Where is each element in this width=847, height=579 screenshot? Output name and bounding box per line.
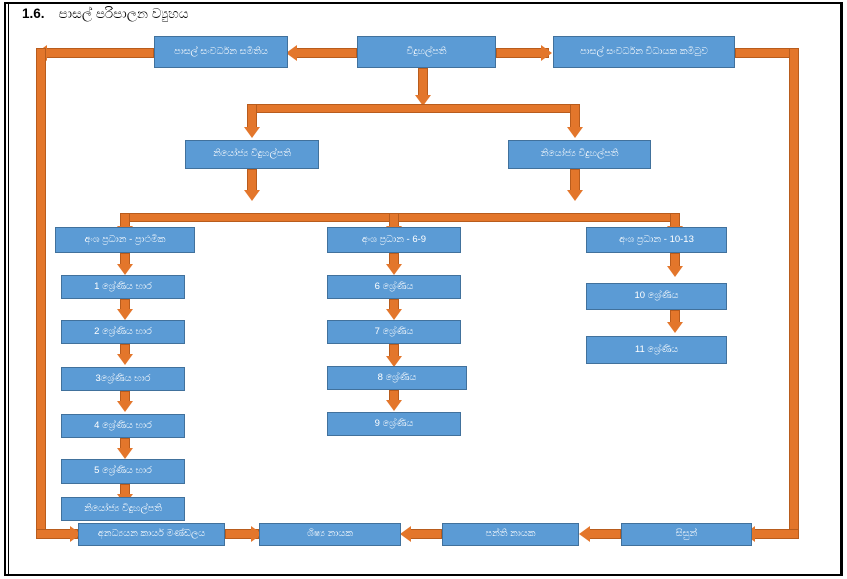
node-grade-9[interactable]: 9 ශ්‍රේණිය: [327, 412, 461, 436]
arrow-grade2-to-grade3: [117, 354, 133, 365]
node-section-6-9[interactable]: අංශ ප්‍රධාන - 6-9: [327, 227, 461, 253]
arrow-split-to-deputy-left: [244, 127, 260, 138]
arrow-grade3-to-grade4: [117, 401, 133, 412]
arrow-grade8-to-grade9: [386, 400, 402, 411]
node-grade-1[interactable]: 1 ශ්‍රේණිය භාර: [61, 275, 185, 299]
arrow-grade4-to-grade5: [117, 448, 133, 459]
node-grade-8[interactable]: 8 ශ්‍රේණිය: [327, 366, 467, 390]
arrow-grade10-to-grade11: [667, 322, 683, 333]
title-number: 1.6.: [22, 6, 45, 21]
node-student-leader[interactable]: ශිෂ්‍ය නායක: [259, 523, 401, 546]
arrow-students-to-class-leader: [579, 526, 590, 542]
arrow-split-to-deputy-right: [567, 127, 583, 138]
arrow-deputy-right-down: [567, 190, 583, 201]
node-class-leader[interactable]: පන්ති නායක: [442, 523, 579, 546]
arrow-principal-to-sdec: [541, 45, 552, 61]
arrow-class-leader-to-student-leader: [400, 526, 411, 542]
node-nonacademic-staff[interactable]: අනධ්‍යයන කාර්ය මණ්ඩලය: [78, 523, 225, 546]
node-deputy-left[interactable]: නියෝජ්‍ය විදුහල්පති: [185, 140, 319, 169]
arrow-left-to-nonacademic: [70, 526, 81, 542]
arrow-principal-down: [415, 95, 431, 106]
node-grade-3[interactable]: 3ශ්‍රේණිය භාර: [61, 367, 185, 391]
node-deputy-right[interactable]: නියෝජ්‍ය විදුහල්පති: [508, 140, 651, 169]
page-border-inner: [9, 2, 841, 576]
arrow-nonacademic-to-student-leader: [251, 526, 262, 542]
arrow-principal-to-sdc: [286, 45, 297, 61]
node-grade-2[interactable]: 2 ශ්‍රේණිය භාර: [61, 320, 185, 344]
node-grade-7[interactable]: 7 ශ්‍රේණිය: [327, 320, 461, 344]
node-grade-10[interactable]: 10 ශ්‍රේණිය: [586, 283, 727, 310]
arrow-sect-6-9-to-grade6: [386, 264, 402, 275]
node-grade-6[interactable]: 6 ශ්‍රේණිය: [327, 275, 461, 299]
node-grade-4[interactable]: 4 ශ්‍රේණිය භාර: [61, 414, 185, 438]
page-title: 1.6. පාසල් පරිපාලන ව්‍යුහය: [22, 6, 189, 22]
node-deputy-bottom-left[interactable]: නියෝජ්‍ය විදුහල්පති: [61, 497, 185, 521]
node-grade-11[interactable]: 11 ශ්‍රේණිය: [586, 336, 727, 364]
node-sdec[interactable]: පාසල් සංවර්ධන විධායක කමිටුව: [553, 36, 735, 68]
node-sdc[interactable]: පාසල් සංවර්ධන සමිතිය: [154, 36, 288, 68]
title-text: පාසල් පරිපාලන ව්‍යුහය: [58, 6, 189, 21]
node-principal[interactable]: විදුහල්පති: [357, 36, 496, 68]
arrow-grade1-to-grade2: [117, 309, 133, 320]
page-border-bar: [4, 2, 9, 576]
arrow-deputy-left-down: [244, 190, 260, 201]
arrow-grade6-to-grade7: [386, 309, 402, 320]
node-section-primary[interactable]: අංශ ප්‍රධාන - ප්‍රාථමික: [55, 227, 195, 253]
arrow-sect-primary-to-grade1: [117, 264, 133, 275]
node-students[interactable]: සිසුන්: [621, 523, 752, 546]
node-section-10-13[interactable]: අංශ ප්‍රධාන - 10-13: [586, 227, 727, 253]
node-grade-5[interactable]: 5 ශ්‍රේණිය භාර: [61, 459, 185, 484]
arrow-sect-10-13-to-grade10: [667, 266, 683, 277]
arrow-grade7-to-grade8: [386, 356, 402, 367]
